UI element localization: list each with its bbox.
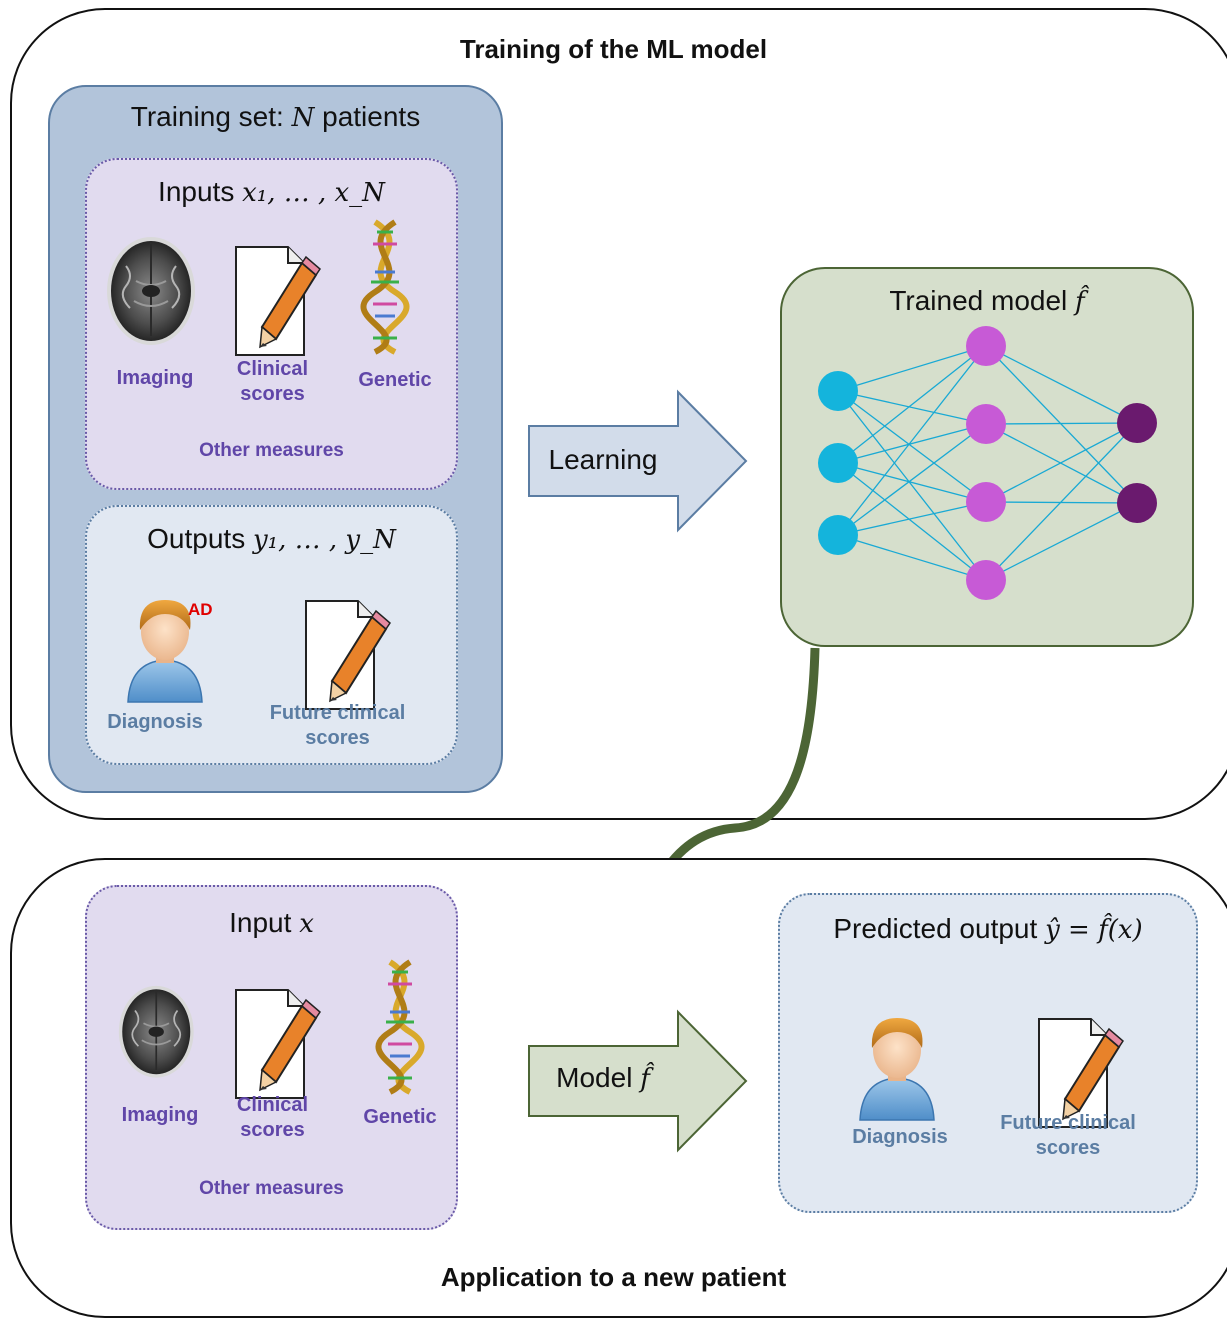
network-edge	[985, 501, 1138, 504]
imaging-label: Imaging	[116, 367, 194, 389]
trained-model-title: Trained model f̂	[889, 285, 1085, 317]
training-section-title: Training of the ML model	[459, 34, 768, 64]
input-node	[818, 371, 858, 411]
genetic-label: Genetic	[363, 1106, 437, 1128]
other-measures-label: Other measures	[199, 440, 344, 461]
input-node	[818, 443, 858, 483]
input-node	[818, 515, 858, 555]
genetic-label: Genetic	[358, 369, 432, 391]
hidden-node	[966, 482, 1006, 522]
clinical-scores-label: Clinical scores	[236, 358, 309, 405]
diagnosis-label: Diagnosis	[852, 1126, 948, 1148]
network-edge	[985, 345, 1138, 424]
network-edge	[837, 345, 987, 536]
clinical-scores-label: Clinical scores	[236, 1094, 309, 1141]
dna-helix-icon	[380, 962, 420, 1092]
model-arrow-label: Model f̂	[556, 1062, 650, 1094]
learning-label: Learning	[548, 444, 658, 475]
network-edge	[837, 390, 987, 581]
inputs-title: Inputs x₁, … , x_N	[158, 176, 385, 208]
future-clinical-scores-label: Future clinical scores	[1000, 1112, 1136, 1159]
network-edge	[985, 345, 1138, 504]
application-section-title: Application to a new patient	[440, 1262, 787, 1292]
predicted-output-title: Predicted output ŷ = f̂(x)	[833, 913, 1143, 945]
network-edge	[837, 462, 987, 503]
network-edge	[985, 423, 1138, 504]
outputs-title: Outputs y₁, … , y_N	[147, 523, 396, 555]
learning-arrow	[528, 389, 748, 533]
predicted-output-box: Predicted output ŷ = f̂(x)	[778, 893, 1198, 1213]
future-clinical-scores-label: Future clinical scores	[269, 702, 406, 749]
network-edge	[837, 501, 987, 536]
network-edge	[837, 390, 987, 503]
diagnosis-label: Diagnosis	[107, 711, 203, 733]
output-node	[1117, 403, 1157, 443]
other-measures-label: Other measures	[199, 1178, 344, 1199]
network-edge	[985, 422, 1138, 503]
document-pencil-icon	[235, 989, 321, 1099]
training-set-title: Training set: N patients	[130, 101, 421, 133]
network-edge	[837, 390, 987, 425]
network-edge	[837, 534, 987, 581]
imaging-label: Imaging	[121, 1104, 199, 1126]
brain-scan-icon	[117, 984, 195, 1079]
hidden-node	[966, 404, 1006, 444]
hidden-node	[966, 326, 1006, 366]
network-edge	[837, 423, 987, 464]
network-edge	[837, 345, 987, 392]
ad-badge: AD	[188, 600, 213, 619]
network-edge	[837, 423, 987, 536]
output-node	[1117, 483, 1157, 523]
network-edge	[985, 502, 1138, 581]
network-edge	[837, 345, 987, 464]
network-edge	[985, 422, 1138, 425]
network-edge	[985, 422, 1138, 581]
model-arrow-shape	[528, 1009, 748, 1153]
hidden-node	[966, 560, 1006, 600]
patient-avatar-icon	[859, 1017, 935, 1121]
network-edge	[837, 462, 987, 581]
input-title: Input x	[229, 907, 314, 939]
model-arrow	[528, 708, 750, 850]
